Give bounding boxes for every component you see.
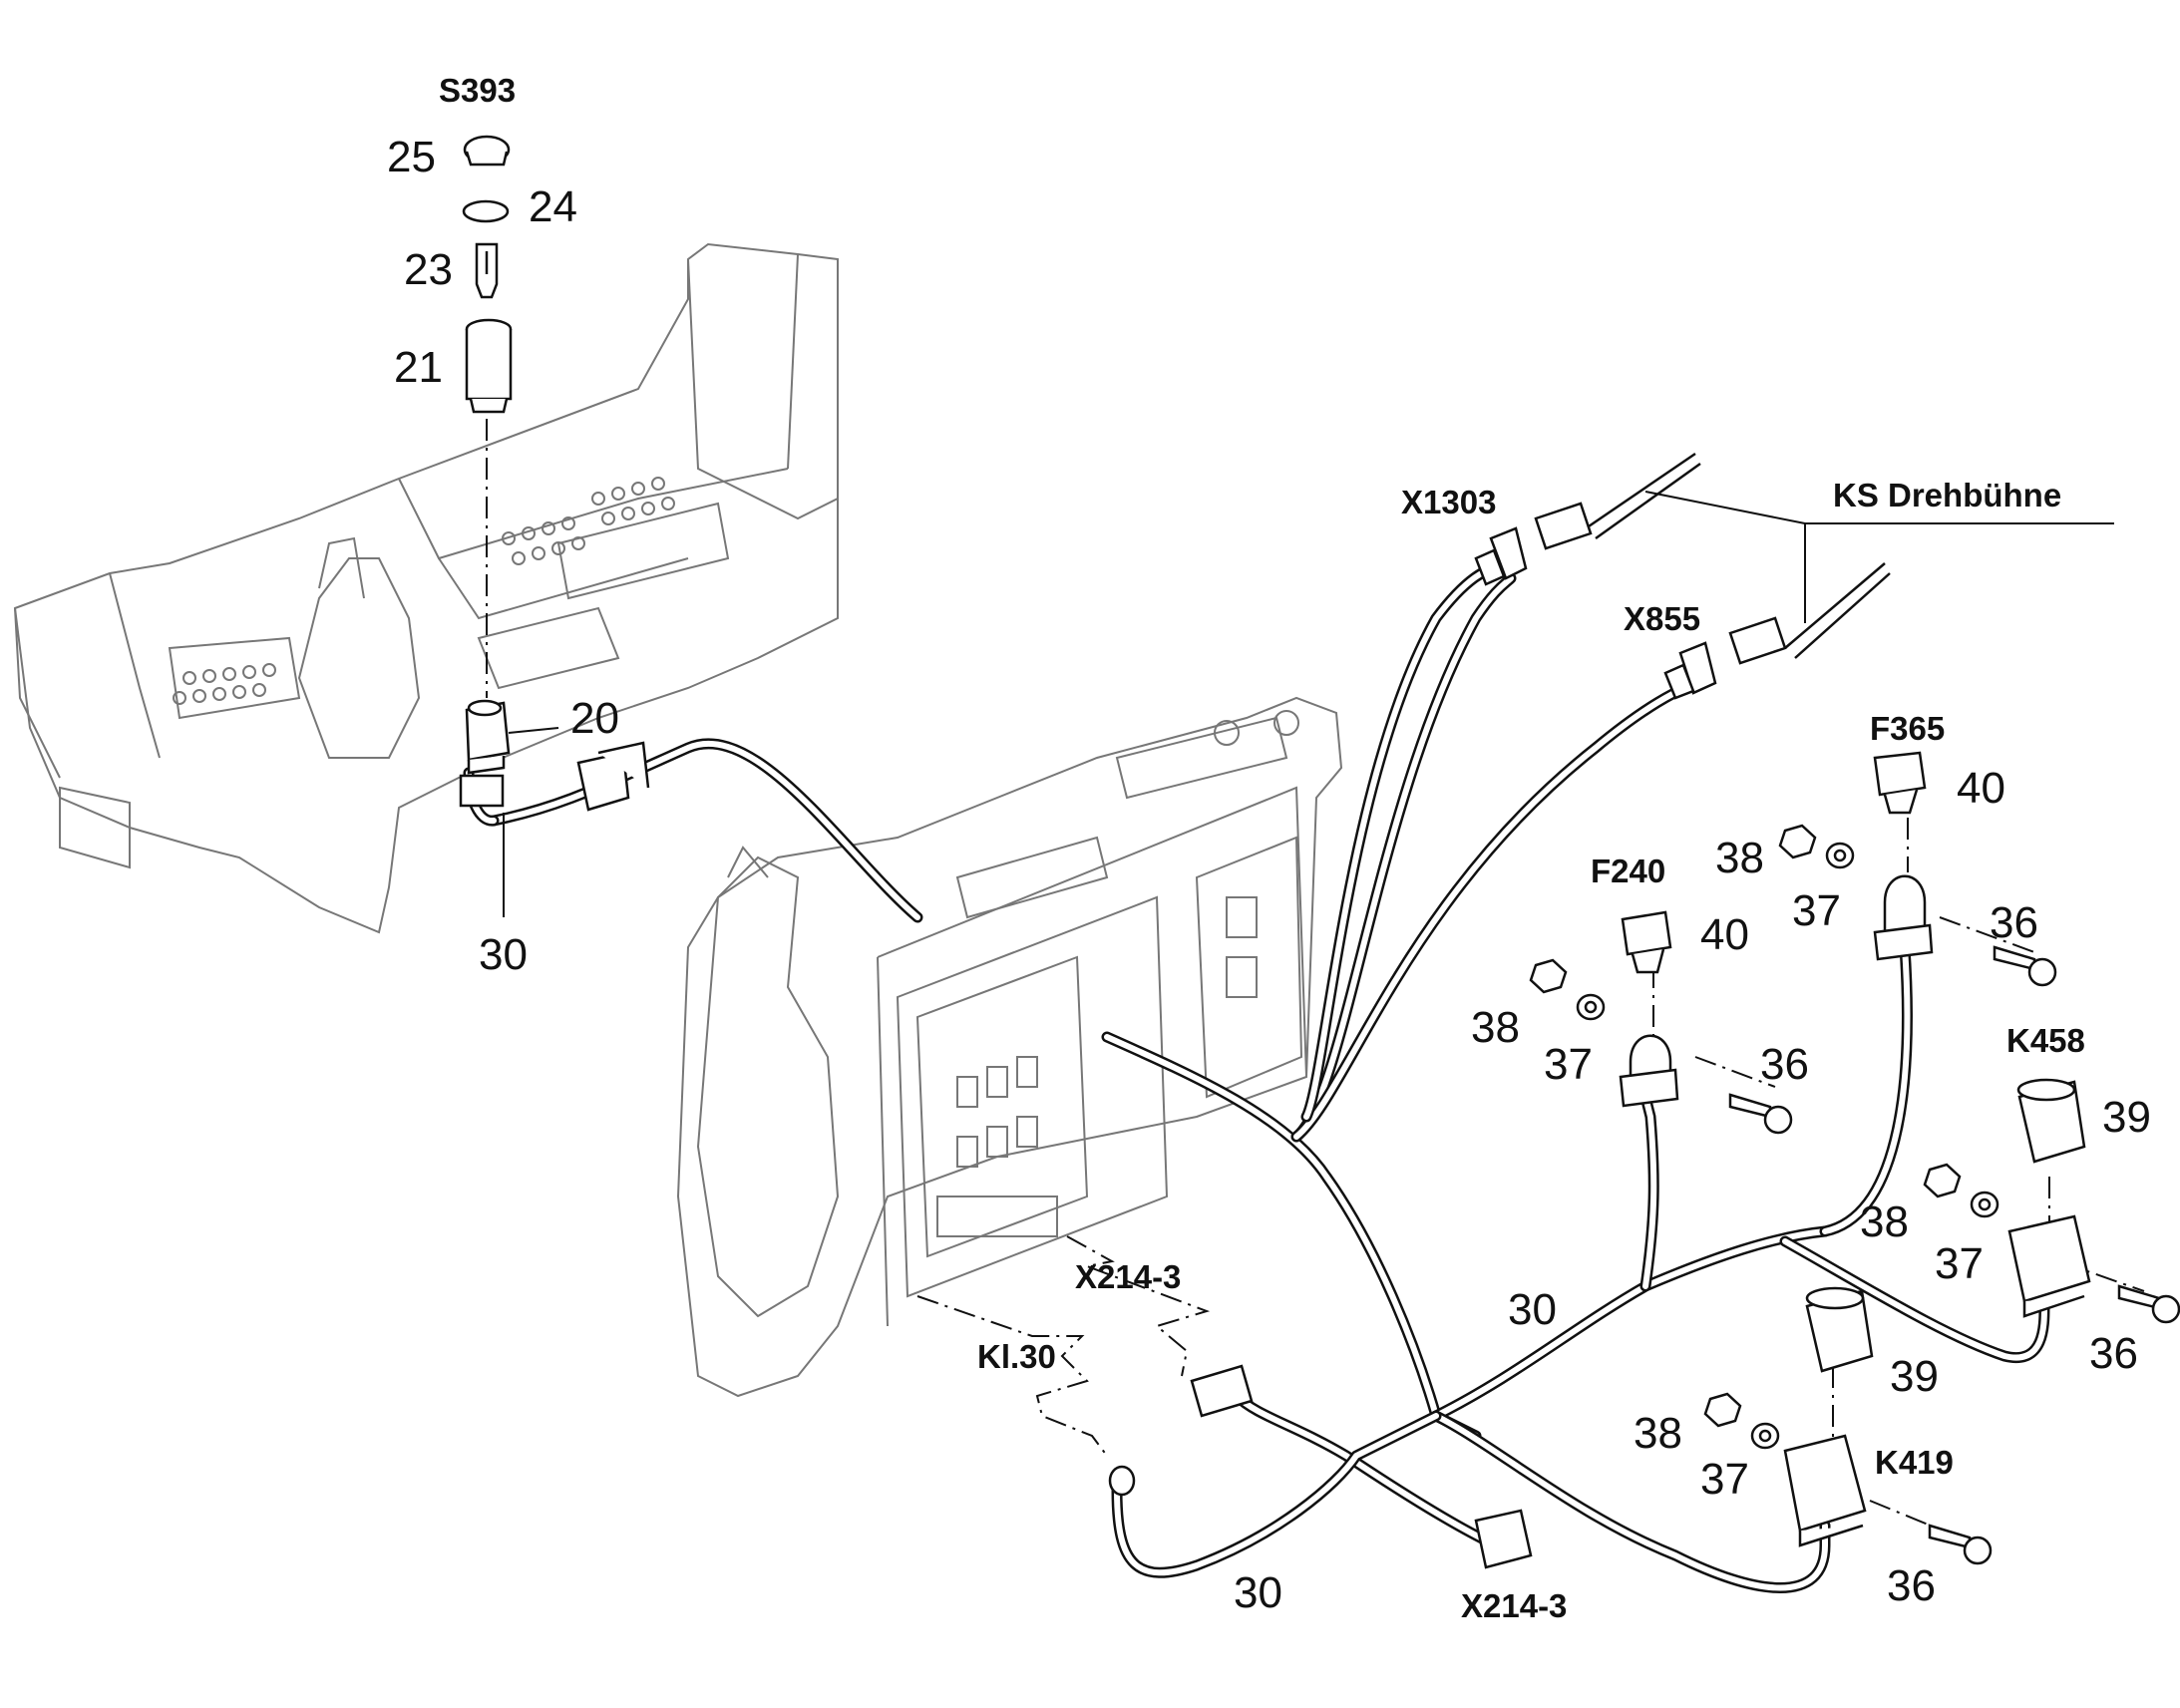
screw-36-a xyxy=(1993,945,2057,987)
label-20: 20 xyxy=(570,694,619,743)
label-37-a: 37 xyxy=(1792,886,1841,935)
label-x214-3-upper: X214-3 xyxy=(1075,1258,1181,1295)
label-40-f365: 40 xyxy=(1957,764,2005,813)
label-37-c: 37 xyxy=(1935,1239,1984,1288)
label-30-bottom: 30 xyxy=(1234,1568,1282,1617)
fuse-f365 xyxy=(1873,751,1927,815)
relay-socket-k419 xyxy=(1783,1434,1867,1547)
label-k458: K458 xyxy=(2006,1022,2085,1059)
switch-20 xyxy=(459,699,511,808)
label-37-d: 37 xyxy=(1700,1455,1749,1504)
connector-x1303 xyxy=(1474,502,1593,586)
label-38-c: 38 xyxy=(1860,1197,1909,1246)
left-control-console xyxy=(13,242,839,934)
ks-leader xyxy=(1644,491,1806,524)
cap-25 xyxy=(463,135,511,167)
label-x855: X855 xyxy=(1624,600,1700,637)
screw-36-c xyxy=(2117,1284,2180,1324)
connector-x214-3-lower xyxy=(1474,1509,1533,1569)
label-36-d: 36 xyxy=(1887,1561,1936,1610)
label-24: 24 xyxy=(529,182,577,231)
label-39-k458: 39 xyxy=(2102,1093,2151,1142)
center-control-console xyxy=(676,696,1343,1398)
connector-console xyxy=(576,741,650,812)
screw-36-d xyxy=(1928,1524,1993,1565)
label-k419: K419 xyxy=(1875,1444,1954,1481)
bulb-23 xyxy=(475,242,499,299)
label-38-a: 38 xyxy=(1715,834,1764,882)
label-40-f240: 40 xyxy=(1700,910,1749,959)
label-30-main: 30 xyxy=(1508,1285,1557,1334)
part-labels: S393 25 24 23 21 20 30 X1303 KS Drehbühn… xyxy=(387,72,2151,1624)
nut-38-c xyxy=(1923,1163,1962,1198)
label-21: 21 xyxy=(394,343,443,392)
label-ks-drehbuehne: KS Drehbühne xyxy=(1833,477,2061,513)
cable-harness xyxy=(463,452,2050,1593)
label-kl30: Kl.30 xyxy=(977,1338,1056,1375)
label-38-b: 38 xyxy=(1471,1003,1520,1052)
washer-37-a xyxy=(1825,842,1855,869)
label-f365: F365 xyxy=(1870,710,1945,747)
label-38-d: 38 xyxy=(1634,1409,1682,1458)
washer-37-b xyxy=(1576,993,1606,1021)
o-ring-24 xyxy=(462,199,510,223)
washer-37-c xyxy=(1970,1191,1999,1218)
label-39-k419: 39 xyxy=(1890,1352,1939,1401)
screw-36-b xyxy=(1728,1093,1793,1135)
ring-terminal-kl30 xyxy=(1108,1465,1136,1497)
relay-k458 xyxy=(2016,1078,2086,1164)
relay-socket-k458 xyxy=(2007,1214,2091,1318)
label-23: 23 xyxy=(404,245,453,294)
label-36-a: 36 xyxy=(1990,898,2038,947)
fuse-holder-f365 xyxy=(1873,874,1934,961)
label-x214-3-lower: X214-3 xyxy=(1461,1587,1567,1624)
label-x1303: X1303 xyxy=(1401,484,1496,520)
fuse-f240 xyxy=(1621,910,1672,974)
washer-37-d xyxy=(1750,1422,1780,1450)
nut-38-b xyxy=(1529,958,1568,994)
label-s393: S393 xyxy=(439,72,516,109)
fuse-holder-f240 xyxy=(1619,1034,1679,1108)
nut-38-a xyxy=(1778,824,1817,859)
label-25: 25 xyxy=(387,133,436,181)
label-f240: F240 xyxy=(1591,853,1665,889)
label-36-b: 36 xyxy=(1760,1040,1809,1089)
connector-x855 xyxy=(1663,616,1787,700)
relay-k419 xyxy=(1805,1286,1874,1373)
connector-x214-3-upper xyxy=(1190,1364,1254,1418)
label-37-b: 37 xyxy=(1544,1040,1593,1089)
lamp-socket-21 xyxy=(465,318,513,414)
label-36-c: 36 xyxy=(2089,1329,2138,1378)
label-30-console: 30 xyxy=(479,930,528,979)
nut-38-d xyxy=(1703,1392,1742,1428)
